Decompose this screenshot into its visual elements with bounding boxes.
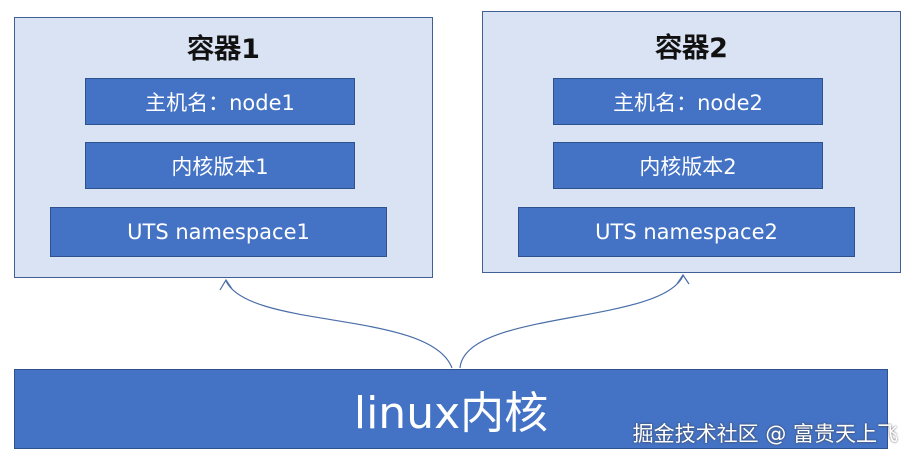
container-2-title: 容器2 [655, 33, 728, 64]
container-2-kernel-version-box: 内核版本2 [553, 142, 823, 189]
linux-kernel-bar: linux内核 [14, 369, 888, 449]
container-1-kernel-version-box: 内核版本1 [85, 142, 355, 189]
watermark: 掘金技术社区 @ 富贵天上飞 [632, 422, 898, 446]
container-1-hostname-box: 主机名：node1 [85, 78, 355, 125]
arrowhead-container-2 [676, 273, 690, 285]
container-2-uts-namespace-box: UTS namespace2 [518, 207, 855, 257]
container-2-hostname-box: 主机名：node2 [553, 78, 823, 125]
arrow-to-container-1 [225, 280, 453, 369]
container-1: 容器1 主机名：node1 内核版本1 UTS namespace1 [14, 17, 433, 278]
container-1-title: 容器1 [187, 34, 260, 65]
arrow-to-container-2 [459, 275, 684, 369]
arrowhead-container-1 [219, 278, 233, 291]
container-1-uts-namespace-box: UTS namespace1 [50, 207, 387, 257]
container-2: 容器2 主机名：node2 内核版本2 UTS namespace2 [482, 11, 901, 273]
